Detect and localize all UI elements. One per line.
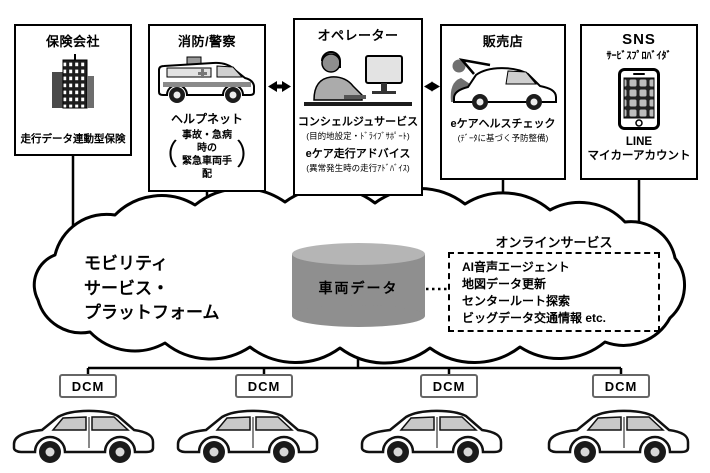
sns-line2: マイカーアカウント <box>587 150 691 162</box>
platform-name-line3: プラットフォーム <box>84 303 220 323</box>
fire-caption: （ 事故・急病時の 緊急車両手配 ） <box>150 129 264 181</box>
operator-box: オペレーター コンシェルジュサービス (目的地設定・ﾄﾞﾗｲﾌﾞｻﾎﾟｰﾄ) e… <box>293 18 423 196</box>
smartphone-icon <box>618 68 660 130</box>
arrow-fire-operator <box>268 81 291 92</box>
insurance-title: 保険会社 <box>45 34 100 49</box>
online-service-item: センタールート探索 <box>462 294 571 308</box>
sns-subtitle: ｻｰﾋﾞｽﾌﾟﾛﾊﾞｲﾀﾞ <box>606 51 672 62</box>
arrow-operator-dealer <box>424 81 440 92</box>
connected-car-1 <box>8 402 158 464</box>
online-service-item: AI音声エージェント <box>462 260 570 274</box>
dealer-box: 販売店 eケアヘルスチェック (ﾃﾞｰﾀに基づく予防整備) <box>440 24 566 180</box>
connected-car-4 <box>543 402 693 464</box>
dcm-box-4: DCM <box>592 374 650 398</box>
ecare-healthcheck-note: (ﾃﾞｰﾀに基づく予防整備) <box>457 133 549 143</box>
dcm-box-2: DCM <box>235 374 293 398</box>
operator-at-desk-icon <box>300 48 416 110</box>
dealer-title: 販売店 <box>482 34 524 49</box>
online-services-box: AI音声エージェント 地図データ更新 センタールート探索 ビッグデータ交通情報 … <box>448 252 660 332</box>
ecare-healthcheck-label: eケアヘルスチェック <box>450 118 556 130</box>
dcm-box-1: DCM <box>59 374 117 398</box>
platform-name: モビリティ サービス・ プラットフォーム <box>84 252 220 326</box>
fire-caption-line1: 事故・急病時の <box>182 130 232 154</box>
insurance-caption: 走行データ連動型保険 <box>20 133 126 145</box>
dcm-box-3: DCM <box>420 374 478 398</box>
concierge-service-label: コンシェルジュサービス <box>297 116 419 128</box>
sns-provider-box: SNS ｻｰﾋﾞｽﾌﾟﾛﾊﾞｲﾀﾞ LINE マイカーアカウント <box>580 24 698 180</box>
bracket-close: ） <box>235 138 264 171</box>
concierge-service-note: (目的地設定・ﾄﾞﾗｲﾌﾞｻﾎﾟｰﾄ) <box>306 131 410 141</box>
car-inspection-icon <box>446 54 560 112</box>
fire-police-title: 消防/警察 <box>177 34 237 49</box>
platform-name-line1: モビリティ <box>84 254 168 273</box>
platform-name-line2: サービス・ <box>84 278 169 298</box>
online-services-title: オンラインサービス <box>495 235 613 250</box>
online-service-item: ビッグデータ交通情報 etc. <box>462 311 607 325</box>
fire-caption-line2: 緊急車両手配 <box>182 156 232 180</box>
online-service-item: 地図データ更新 <box>462 277 547 291</box>
helpnet-label: ヘルプネット <box>170 112 243 126</box>
sns-line1: LINE <box>625 136 653 148</box>
ecare-advice-label: eケア走行アドバイス <box>305 148 411 160</box>
insurance-company-box: 保険会社 走行データ連動型保険 <box>14 24 132 156</box>
vehicle-data-database: 車両データ <box>292 243 425 327</box>
connected-car-3 <box>356 402 506 464</box>
ecare-advice-note: (異常発生時の走行ｱﾄﾞﾊﾞｲｽ) <box>306 163 410 173</box>
bracket-open: （ <box>150 138 179 171</box>
ambulance-icon <box>155 54 259 106</box>
connected-car-2 <box>172 402 322 464</box>
fire-police-box: 消防/警察 ヘルプネット （ 事故・急病時の 緊急車両手配 ） <box>148 24 266 192</box>
vehicle-data-label: 車両データ <box>318 280 399 296</box>
building-icon <box>50 54 96 110</box>
sns-title: SNS <box>622 31 656 48</box>
operator-title: オペレーター <box>317 28 399 43</box>
